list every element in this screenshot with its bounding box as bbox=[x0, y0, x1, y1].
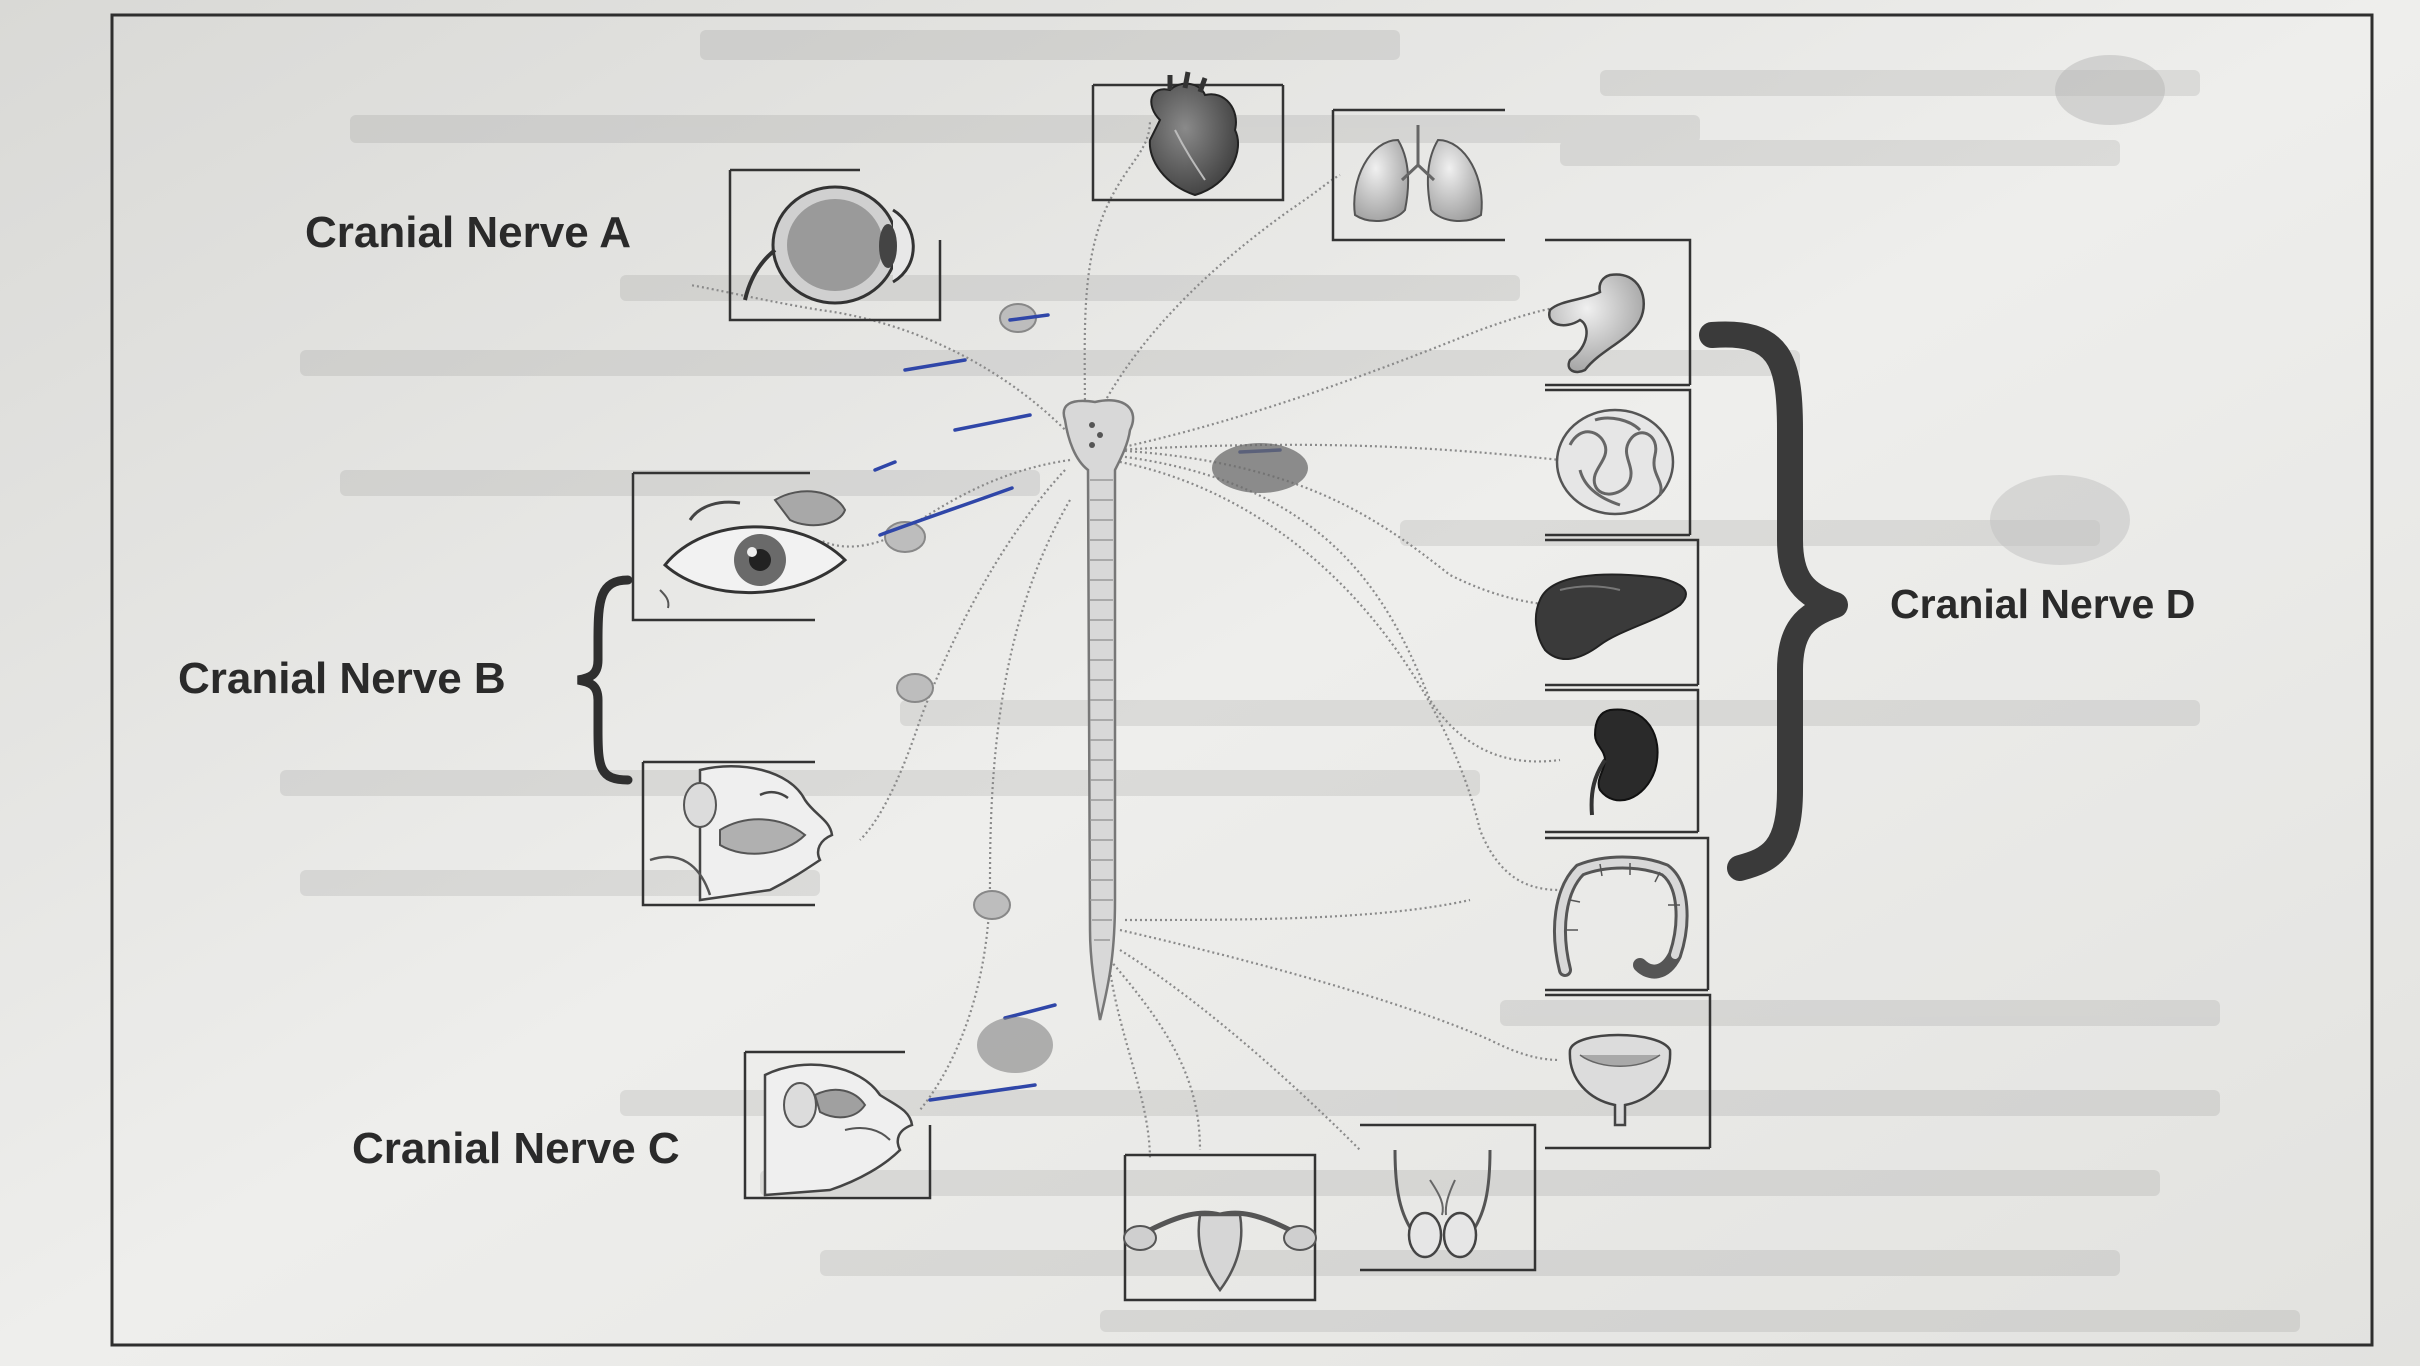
brace-cranial-nerve-d bbox=[1699, 321, 1848, 881]
eye-icon bbox=[743, 185, 915, 305]
diagram-frame bbox=[110, 13, 2374, 1347]
lacrimal-panel bbox=[631, 471, 848, 622]
testes-panel bbox=[1360, 1123, 1537, 1272]
smudges bbox=[977, 55, 2165, 1073]
parotid-panel bbox=[743, 1050, 932, 1200]
bladder-icon bbox=[1568, 1033, 1672, 1127]
uterus-icon bbox=[1123, 1210, 1317, 1293]
right-column-frames bbox=[1545, 238, 1712, 1150]
lungs-icon bbox=[1353, 125, 1483, 222]
salivary-gland-icon bbox=[649, 765, 834, 902]
liver-icon bbox=[1534, 573, 1687, 661]
spinal-cord bbox=[1062, 399, 1135, 1021]
label-cranial-nerve-d: Cranial Nerve D bbox=[1890, 581, 2195, 627]
lacrimal-gland-icon bbox=[659, 490, 848, 609]
lungs-panel bbox=[1331, 108, 1505, 242]
bleed-through-texture bbox=[280, 30, 2300, 1332]
heart-panel bbox=[1091, 71, 1285, 202]
uterus-panel bbox=[1123, 1153, 1317, 1302]
colon-icon bbox=[1553, 855, 1689, 979]
stomach-icon bbox=[1548, 273, 1645, 374]
kidney-icon bbox=[1589, 708, 1659, 816]
label-cranial-nerve-b: Cranial Nerve B bbox=[178, 654, 506, 703]
label-cranial-nerve-c: Cranial Nerve C bbox=[352, 1124, 680, 1173]
label-cranial-nerve-a: Cranial Nerve A bbox=[305, 208, 631, 257]
testes-icon bbox=[1393, 1149, 1492, 1259]
small-intestine-icon bbox=[1555, 408, 1675, 516]
pen-annotations bbox=[873, 313, 1282, 1102]
heart-icon bbox=[1148, 71, 1240, 197]
brace-cranial-nerve-b bbox=[577, 575, 633, 785]
parotid-gland-icon bbox=[763, 1063, 914, 1197]
eye-panel bbox=[728, 168, 942, 322]
salivary-panel bbox=[641, 760, 834, 907]
